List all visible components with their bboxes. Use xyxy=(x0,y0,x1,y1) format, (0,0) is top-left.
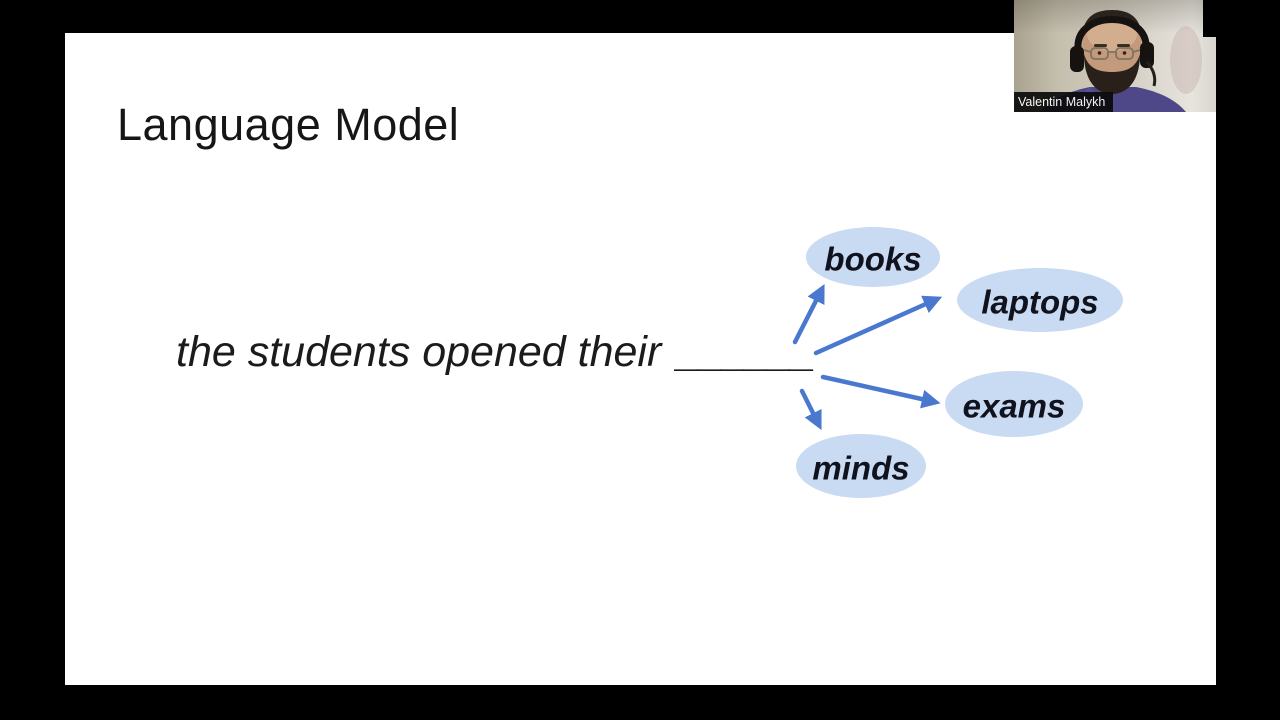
prompt-sentence-text: the students opened their xyxy=(176,328,662,376)
arrow-to-laptops xyxy=(813,295,943,356)
bubble-label-exams: exams xyxy=(963,388,1066,425)
left-eye xyxy=(1097,51,1102,55)
arrow-to-minds xyxy=(799,388,822,431)
forehead xyxy=(1087,17,1137,51)
sentence-blank: ______ xyxy=(674,328,812,376)
bubble-minds xyxy=(796,434,926,498)
presentation-slide: Language Model the students opened their… xyxy=(65,33,1216,685)
headphone-right-cup-icon xyxy=(1140,42,1154,68)
right-eyebrow xyxy=(1117,44,1130,47)
bubble-laptops xyxy=(957,268,1123,332)
bubble-label-minds: minds xyxy=(812,450,909,487)
arrow-to-exams xyxy=(820,374,941,409)
glasses xyxy=(1083,47,1141,60)
headphones-band-icon xyxy=(1074,16,1150,49)
word-prediction-diagram: books laptops exams minds xyxy=(792,227,1123,498)
left-eyebrow xyxy=(1094,44,1107,47)
participant-name-label: Valentin Malykh xyxy=(1014,92,1114,112)
beard xyxy=(1084,54,1140,94)
webcam-overlay: Valentin Malykh xyxy=(1014,0,1216,112)
bubble-exams xyxy=(945,371,1083,437)
bubble-books xyxy=(806,227,940,287)
hair xyxy=(1082,10,1142,40)
bubble-label-books: books xyxy=(824,241,921,278)
prompt-sentence: the students opened their______ xyxy=(176,328,813,377)
bubble-label-laptops: laptops xyxy=(981,284,1098,321)
arrow-to-books xyxy=(792,283,825,345)
video-corner-notch xyxy=(1203,0,1216,37)
headphone-left-cup-icon xyxy=(1070,46,1084,72)
right-eye xyxy=(1122,51,1127,55)
mic-arm-icon xyxy=(1145,61,1157,87)
background-smudge xyxy=(1170,26,1202,94)
slide-title: Language Model xyxy=(117,99,460,150)
